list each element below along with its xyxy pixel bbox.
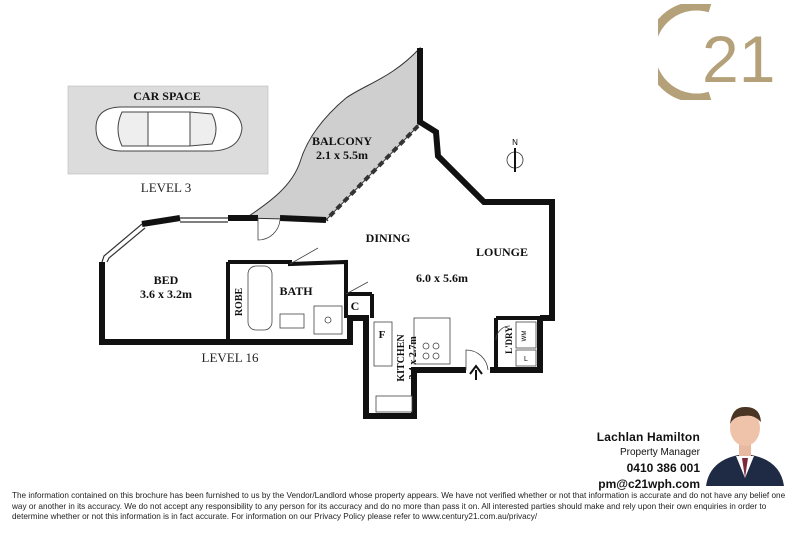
bed-size: 3.6 x 3.2m xyxy=(140,287,192,301)
agent-role: Property Manager xyxy=(619,447,700,458)
windows xyxy=(101,217,228,263)
entry-arrow-icon xyxy=(469,364,483,380)
agent-email: pm@c21wph.com xyxy=(598,477,700,491)
balcony-label: BALCONY xyxy=(312,134,372,148)
balcony-size: 2.1 x 5.5m xyxy=(316,148,368,162)
car-space-label: CAR SPACE xyxy=(133,89,200,103)
laundry-tub-label: L xyxy=(524,356,528,363)
logo-arc xyxy=(658,4,712,100)
balcony-area xyxy=(244,46,421,221)
agent-photo xyxy=(702,398,788,486)
fridge-label: F xyxy=(379,329,386,341)
kitchen-label: KITCHEN xyxy=(396,334,407,382)
lounge-label: LOUNGE xyxy=(476,245,528,259)
bath-fixtures xyxy=(247,265,343,335)
car-icon xyxy=(95,106,243,152)
kitchen-fixtures xyxy=(373,317,451,413)
agent-phone: 0410 386 001 xyxy=(626,461,700,475)
kitchen-size: 2.4 x 2.7m xyxy=(408,336,419,380)
door-swings xyxy=(257,218,511,371)
robe-label: ROBE xyxy=(234,288,245,317)
main-room-size: 6.0 x 5.6m xyxy=(416,271,468,285)
north-label: N xyxy=(512,138,518,147)
cupboard-label: C xyxy=(351,299,360,313)
agent-name: Lachlan Hamilton xyxy=(596,430,700,444)
bed-label: BED xyxy=(154,273,179,287)
dining-label: DINING xyxy=(366,231,411,245)
outer-walls xyxy=(99,48,555,419)
disclaimer-text: The information contained on this brochu… xyxy=(12,491,786,521)
level-16-label: LEVEL 16 xyxy=(202,350,259,365)
balcony-door xyxy=(324,124,420,222)
agent-contact: Lachlan Hamilton Property Manager 0410 3… xyxy=(560,430,700,491)
washing-machine-label: WM xyxy=(522,331,528,342)
laundry-fixtures xyxy=(515,321,537,367)
level-3-label: LEVEL 3 xyxy=(141,180,191,195)
north-compass-icon xyxy=(506,148,524,172)
century21-logo: 21 xyxy=(658,4,775,100)
logo-text: 21 xyxy=(702,22,775,96)
bath-label: BATH xyxy=(279,284,313,298)
laundry-label: L'DRY xyxy=(504,326,514,354)
